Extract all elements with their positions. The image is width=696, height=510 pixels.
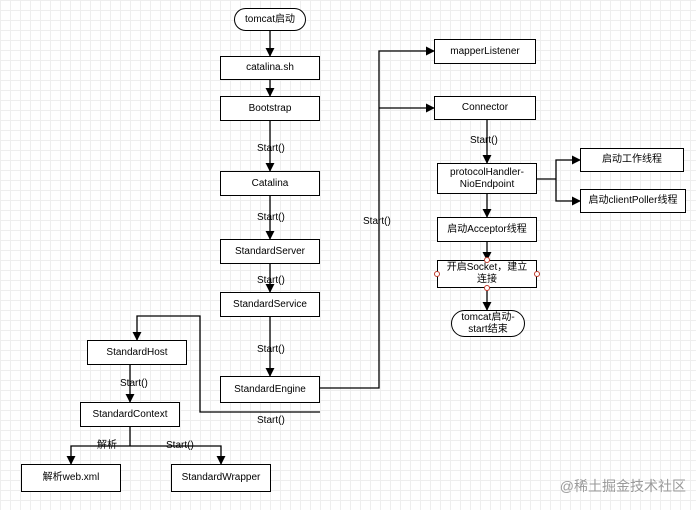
node-mapper-listener: mapperListener <box>434 39 536 64</box>
arrow-protocol-to-poller <box>555 179 581 206</box>
label-host-to-context: Start() <box>120 378 148 389</box>
label-engine-to-connector: Start() <box>363 216 391 227</box>
label-service-to-engine: Start() <box>257 344 285 355</box>
node-open-socket-line1: 开启Socket，建立 <box>446 262 528 273</box>
node-catalina-sh: catalina.sh <box>220 56 320 80</box>
node-protocol-handler-line2: NioEndpoint <box>459 178 515 190</box>
label-context-to-wrapper: Start() <box>166 440 194 451</box>
arrow-engine-to-host <box>132 315 320 413</box>
node-connector: Connector <box>434 96 536 120</box>
node-open-socket-line2: 连接 <box>477 274 497 285</box>
node-tomcat-start: tomcat启动 <box>234 8 306 31</box>
node-bootstrap: Bootstrap <box>220 96 320 121</box>
node-start-acceptor: 启动Acceptor线程 <box>437 217 537 242</box>
node-open-socket: 开启Socket，建立 连接 <box>437 260 537 288</box>
node-protocol-handler-line1: protocolHandler- <box>450 166 524 178</box>
node-standard-context: StandardContext <box>80 402 180 427</box>
label-context-to-parse: 解析 <box>97 440 117 451</box>
node-tomcat-end: tomcat启动- start结束 <box>451 310 525 337</box>
node-catalina: Catalina <box>220 171 320 196</box>
arrow-protocol-to-worker <box>555 155 581 179</box>
label-engine-to-host: Start() <box>257 415 285 426</box>
arrow-engine-to-mapper-listener <box>320 46 435 389</box>
node-start-client-poller: 启动clientPoller线程 <box>580 189 686 213</box>
node-standard-service: StandardService <box>220 292 320 317</box>
node-tomcat-end-line2: start结束 <box>468 323 508 335</box>
node-tomcat-end-line1: tomcat启动- <box>461 311 515 323</box>
node-standard-server: StandardServer <box>220 239 320 264</box>
watermark: @稀土掘金技术社区 <box>559 478 686 494</box>
node-standard-host: StandardHost <box>87 340 187 365</box>
arrow-context-to-parse-branch <box>66 445 130 465</box>
label-connector-to-protocol: Start() <box>470 135 498 146</box>
node-parse-web-xml: 解析web.xml <box>21 464 121 492</box>
arrow-context-to-wrapper <box>130 445 226 465</box>
node-start-worker-threads: 启动工作线程 <box>580 148 684 172</box>
node-protocol-handler: protocolHandler- NioEndpoint <box>437 163 537 194</box>
label-bootstrap-to-catalina: Start() <box>257 143 285 154</box>
label-catalina-to-server: Start() <box>257 212 285 223</box>
node-standard-wrapper: StandardWrapper <box>171 464 271 492</box>
label-server-to-service: Start() <box>257 275 285 286</box>
node-standard-engine: StandardEngine <box>220 376 320 403</box>
